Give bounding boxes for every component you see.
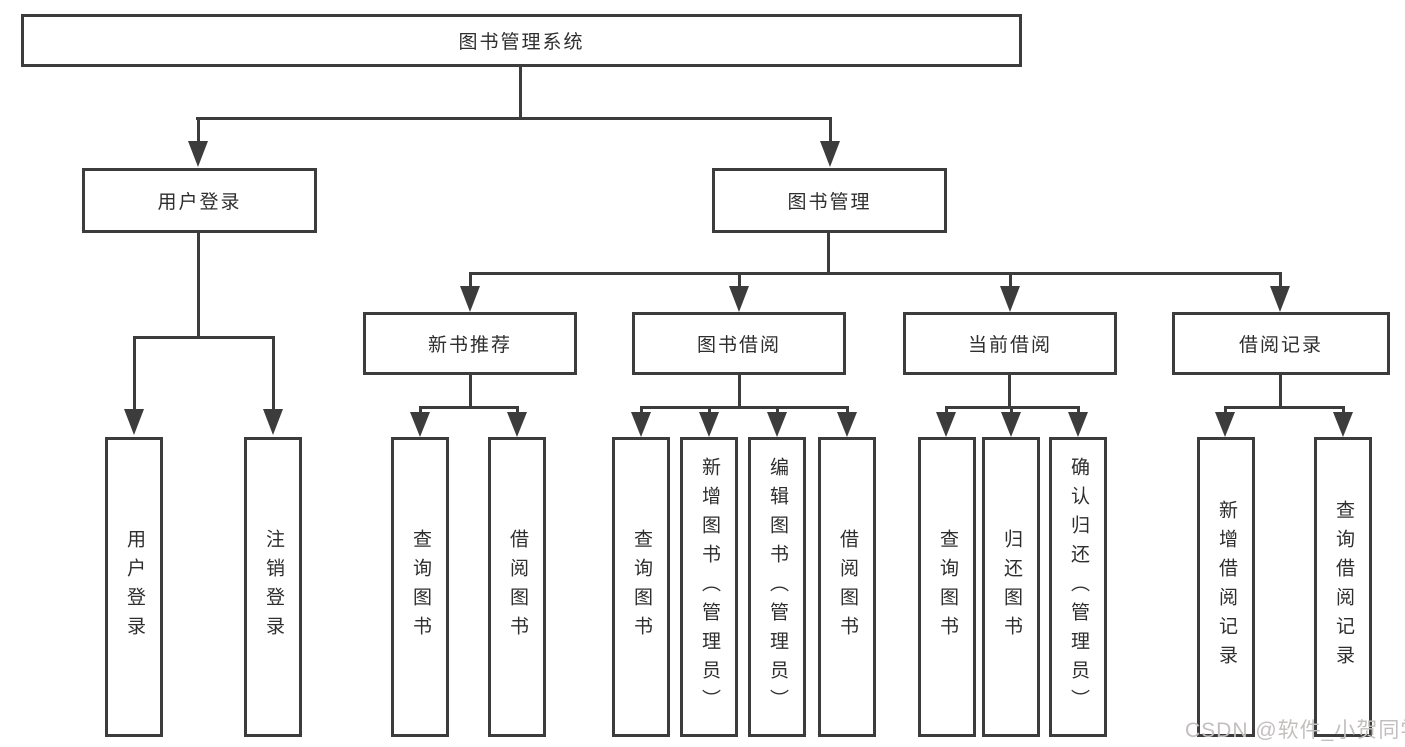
leaf-label: 确认归还（管理员）	[1067, 456, 1089, 718]
connector-line	[827, 231, 830, 274]
connector-line	[272, 336, 275, 410]
connector-line	[516, 406, 519, 414]
connector-line	[133, 336, 136, 410]
arrowhead-down-icon	[729, 286, 749, 312]
connector-line	[419, 406, 519, 409]
connector-line	[708, 406, 711, 414]
node-book-management: 图书管理	[712, 168, 947, 233]
arrowhead-down-icon	[410, 412, 430, 437]
leaf-label: 借阅图书	[506, 529, 528, 645]
leaf-query-books-borrowing: 查询图书	[612, 437, 670, 737]
connector-line	[738, 272, 741, 288]
arrowhead-down-icon	[820, 141, 840, 167]
connector-line	[1224, 406, 1227, 414]
arrowhead-down-icon	[507, 412, 527, 437]
connector-line	[197, 231, 200, 336]
arrowhead-down-icon	[460, 286, 480, 312]
node-borrowing-records: 借阅记录	[1172, 312, 1390, 375]
connector-line	[469, 272, 472, 288]
leaf-edit-book-admin: 编辑图书（管理员）	[748, 437, 806, 737]
connector-line	[133, 336, 275, 339]
leaf-label: 新增图书（管理员）	[698, 456, 720, 718]
node-label: 借阅记录	[1238, 335, 1323, 356]
connector-line	[776, 406, 779, 414]
arrowhead-down-icon	[631, 412, 651, 437]
leaf-add-book-admin: 新增图书（管理员）	[680, 437, 738, 737]
arrowhead-down-icon	[1270, 286, 1290, 312]
leaf-confirm-return-admin: 确认归还（管理员）	[1049, 437, 1107, 737]
leaf-return-book: 归还图书	[982, 437, 1040, 737]
leaf-logout: 注销登录	[244, 437, 302, 737]
node-label: 图书管理系统	[458, 32, 585, 53]
node-label: 当前借阅	[967, 335, 1052, 356]
connector-line	[1077, 406, 1080, 414]
connector-line	[1010, 406, 1013, 414]
leaf-query-borrow-record: 查询借阅记录	[1314, 437, 1372, 737]
arrowhead-down-icon	[837, 412, 857, 437]
leaf-label: 归还图书	[1000, 529, 1022, 645]
arrowhead-down-icon	[1215, 412, 1235, 437]
node-book-borrowing: 图书借阅	[632, 312, 846, 375]
arrowhead-down-icon	[188, 141, 208, 167]
leaf-label: 查询借阅记录	[1332, 500, 1354, 674]
leaf-query-books-recommend: 查询图书	[391, 437, 449, 737]
leaf-label: 查询图书	[630, 529, 652, 645]
node-label: 图书管理	[787, 192, 872, 213]
connector-line	[738, 373, 741, 409]
connector-line	[1009, 272, 1012, 288]
connector-line	[519, 65, 522, 119]
leaf-label: 注销登录	[262, 529, 284, 645]
node-new-book-recommendation: 新书推荐	[363, 312, 577, 375]
node-label: 图书借阅	[696, 335, 781, 356]
connector-line	[640, 406, 643, 414]
connector-line	[829, 117, 832, 143]
connector-line	[419, 406, 422, 414]
connector-line	[1224, 406, 1345, 409]
connector-line	[1279, 373, 1282, 409]
leaf-label: 编辑图书（管理员）	[766, 456, 788, 718]
connector-line	[640, 406, 849, 409]
connector-line	[1008, 373, 1011, 409]
leaf-label: 查询图书	[409, 529, 431, 645]
arrowhead-down-icon	[699, 412, 719, 437]
arrowhead-down-icon	[124, 409, 144, 435]
leaf-add-borrow-record: 新增借阅记录	[1197, 437, 1255, 737]
connector-line	[945, 406, 948, 414]
leaf-label: 用户登录	[123, 529, 145, 645]
connector-line	[1279, 272, 1282, 288]
arrowhead-down-icon	[263, 409, 283, 435]
arrowhead-down-icon	[1333, 412, 1353, 437]
node-current-borrowing: 当前借阅	[903, 312, 1117, 375]
leaf-user-login: 用户登录	[105, 437, 163, 737]
node-library-management-system: 图书管理系统	[21, 14, 1022, 67]
leaf-label: 查询图书	[936, 529, 958, 645]
connector-line	[197, 117, 200, 143]
connector-line	[469, 272, 1281, 275]
leaf-query-books-current: 查询图书	[918, 437, 976, 737]
arrowhead-down-icon	[1068, 412, 1088, 437]
leaf-borrow-books-recommend: 借阅图书	[488, 437, 546, 737]
node-label: 新书推荐	[427, 335, 512, 356]
arrowhead-down-icon	[767, 412, 787, 437]
connector-line	[469, 373, 472, 409]
connector-line	[846, 406, 849, 414]
arrowhead-down-icon	[1001, 412, 1021, 437]
leaf-label: 借阅图书	[836, 529, 858, 645]
node-user-login: 用户登录	[82, 168, 317, 233]
connector-line	[1342, 406, 1345, 414]
leaf-borrow-books: 借阅图书	[818, 437, 876, 737]
arrowhead-down-icon	[1000, 286, 1020, 312]
arrowhead-down-icon	[936, 412, 956, 437]
csdn-watermark: CSDN @软件_小贺同学	[1185, 719, 1405, 742]
connector-line	[196, 117, 832, 120]
leaf-label: 新增借阅记录	[1215, 500, 1237, 674]
node-label: 用户登录	[157, 192, 242, 213]
